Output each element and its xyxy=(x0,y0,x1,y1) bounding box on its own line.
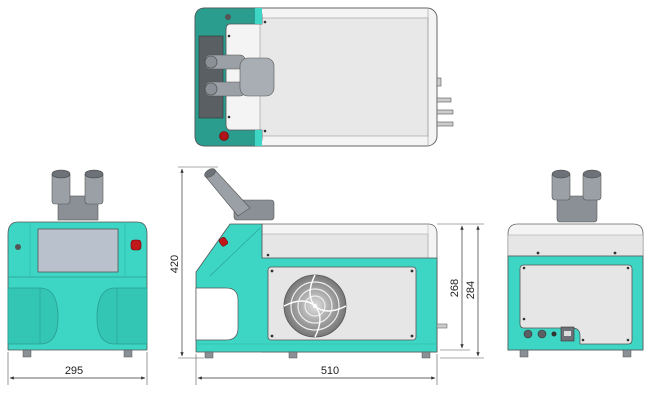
dimension-label-width: 295 xyxy=(65,365,83,377)
microscope-top xyxy=(204,54,275,97)
microscope-side xyxy=(204,168,275,221)
connector-icon xyxy=(551,331,557,337)
power-knob-icon xyxy=(225,14,231,20)
power-knob-icon xyxy=(15,244,21,250)
connector-icon xyxy=(523,329,533,339)
dimension-label-length: 510 xyxy=(321,365,339,377)
back-view xyxy=(507,169,644,358)
side-view: 420 510 268 284 xyxy=(169,166,484,385)
rear-connectors xyxy=(523,326,575,342)
microscope-back xyxy=(551,169,602,223)
top-viewing-window xyxy=(198,35,224,119)
rear-fittings xyxy=(436,77,454,127)
dimension-label-body-height: 268 xyxy=(449,279,461,297)
top-view xyxy=(194,7,454,147)
estop-button-icon xyxy=(130,239,142,251)
touch-screen xyxy=(37,228,119,273)
front-view: 295 xyxy=(7,169,148,385)
connector-icon xyxy=(537,329,547,339)
estop-button-icon xyxy=(219,131,229,141)
dimension-label-height: 420 xyxy=(169,255,181,273)
dimension-label-total-body-height: 284 xyxy=(465,281,477,299)
rear-panel xyxy=(519,264,633,345)
microscope-front xyxy=(51,169,104,221)
fan-grille-icon xyxy=(283,274,347,338)
estop-button-icon xyxy=(218,236,229,247)
work-opening xyxy=(195,287,239,341)
